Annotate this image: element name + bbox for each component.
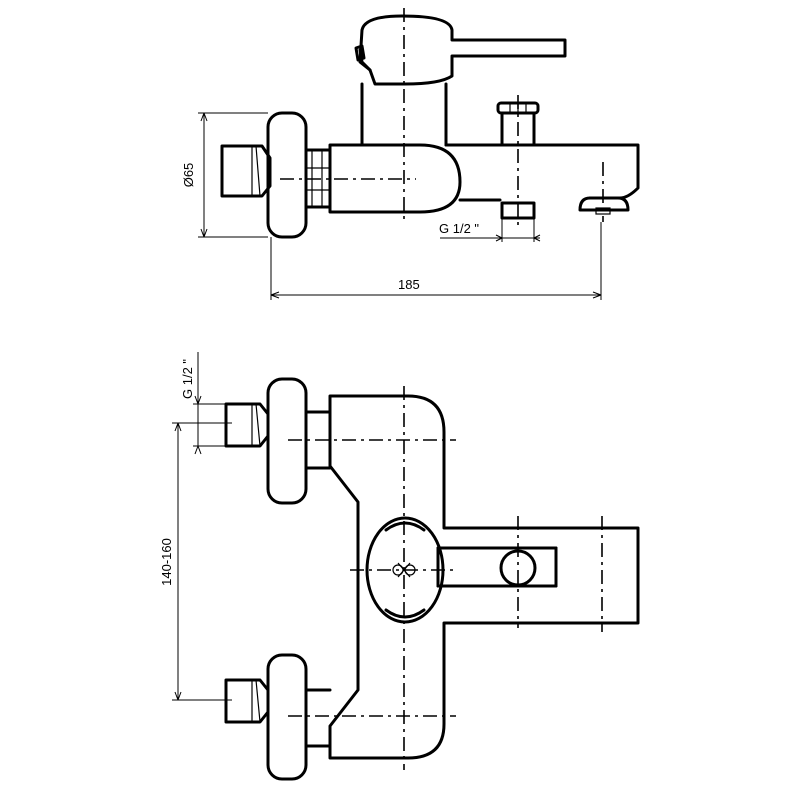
thread-top-label: G 1/2 ": [439, 221, 479, 236]
diameter-dimension: Ø65: [181, 112, 268, 238]
diameter-label: Ø65: [181, 163, 196, 188]
lever-handle: [354, 14, 567, 86]
plan-flange-top: [266, 377, 308, 505]
mixer-body: [328, 143, 640, 214]
width-dimension: 185: [270, 222, 602, 300]
side-elevation-view: Ø65 G 1/2 " 185: [181, 8, 640, 300]
plan-body-outline: [328, 394, 640, 760]
wall-nut: [220, 144, 272, 198]
mixer-stem: [360, 82, 448, 147]
plan-nut-top: [224, 402, 270, 448]
plan-nut-bottom: [224, 678, 270, 724]
wall-flange: [266, 111, 308, 239]
plan-lever-arm: [436, 546, 558, 588]
plan-connector-bottom: [304, 688, 332, 748]
diverter-knob: [496, 101, 540, 147]
plan-connector-top: [304, 410, 332, 470]
plan-flange-bottom: [266, 653, 308, 781]
spout-outlet: [578, 196, 630, 215]
spacing-dimension: 140-160: [159, 422, 232, 701]
thread-dimension-top: G 1/2 ": [439, 218, 541, 242]
plan-view: G 1/2 " 140-160: [159, 352, 640, 781]
width-label: 185: [398, 277, 420, 292]
thread-dimension-side: G 1/2 ": [180, 352, 226, 455]
spacing-label: 140-160: [159, 538, 174, 586]
thread-side-label: G 1/2 ": [180, 359, 195, 399]
